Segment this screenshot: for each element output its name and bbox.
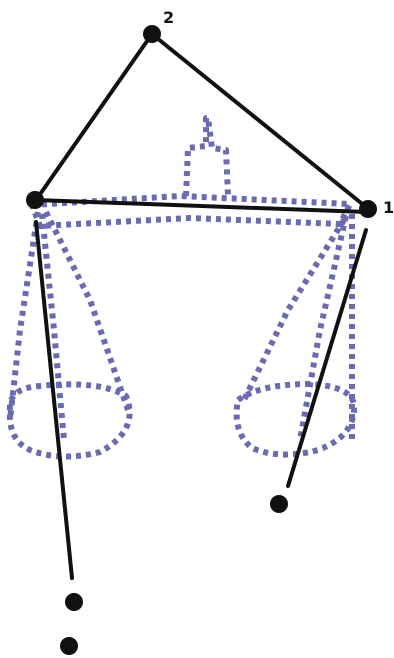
nodes: [26, 25, 377, 655]
node-left-bottom-upper: [65, 593, 83, 611]
left-pan-string-outer: [10, 212, 38, 420]
node-top-label: 2: [163, 8, 174, 27]
node-top: [143, 25, 161, 43]
left-pan-string-inner: [46, 212, 128, 410]
node-left: [26, 191, 44, 209]
skeleton-lines: [36, 34, 366, 578]
right-pan-string-mid: [300, 216, 346, 440]
left-pan: [10, 384, 130, 456]
node-left-bottom-lower: [60, 637, 78, 655]
node-right: [359, 200, 377, 218]
scale-pillar: [186, 118, 228, 196]
edge-left-down: [36, 222, 72, 578]
edge-top-left: [36, 34, 152, 200]
node-right-bottom: [270, 495, 288, 513]
right-pan: [237, 384, 354, 455]
dotted-balance-scale-icon: [10, 118, 354, 457]
right-pan-string-inner: [244, 220, 344, 400]
node-right-label: 1: [383, 198, 394, 217]
